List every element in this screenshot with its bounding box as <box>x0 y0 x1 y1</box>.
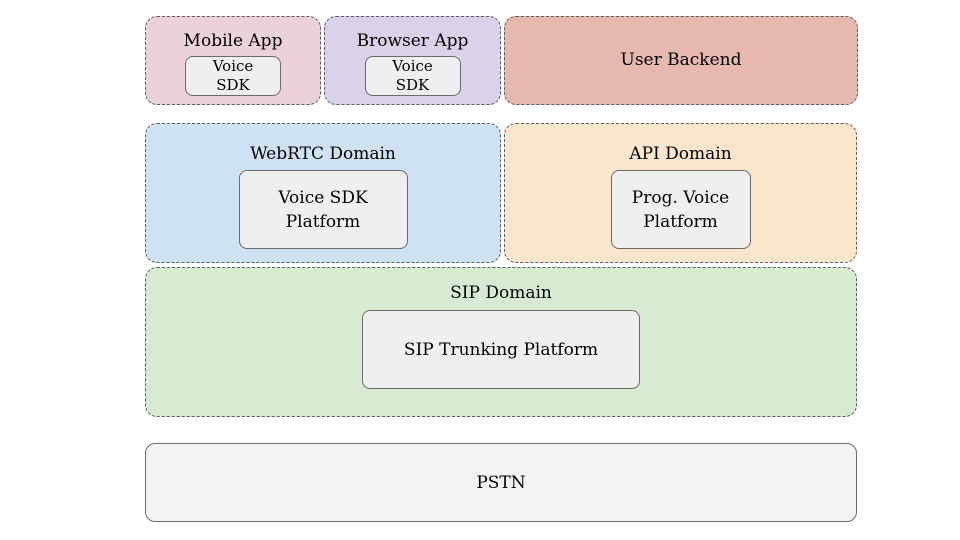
browser-voice-sdk-box: Voice SDK <box>364 56 461 96</box>
browser-voice-sdk-line1: Voice <box>392 57 433 75</box>
api-domain-title: API Domain <box>629 144 732 164</box>
webrtc-domain-title: WebRTC Domain <box>250 144 396 164</box>
prog-voice-platform-line2: Platform <box>643 211 718 232</box>
mobile-voice-sdk-line2: SDK <box>216 76 250 94</box>
webrtc-domain-group: WebRTC Domain Voice SDK Platform <box>145 123 501 263</box>
browser-app-title: Browser App <box>356 31 469 51</box>
sip-domain-group: SIP Domain SIP Trunking Platform <box>145 267 857 417</box>
sip-trunking-platform-label: SIP Trunking Platform <box>403 339 599 360</box>
user-backend-title: User Backend <box>620 50 742 70</box>
prog-voice-platform-line1: Prog. Voice <box>631 187 730 208</box>
voice-sdk-platform-box: Voice SDK Platform <box>238 170 408 249</box>
mobile-app-title: Mobile App <box>183 31 283 51</box>
prog-voice-platform-box: Prog. Voice Platform <box>610 170 751 249</box>
mobile-app-group: Mobile App Voice SDK <box>145 16 321 105</box>
pstn-box: PSTN <box>145 443 857 522</box>
sip-domain-title: SIP Domain <box>450 283 552 303</box>
voice-sdk-platform-line1: Voice SDK <box>278 187 368 208</box>
sip-trunking-platform-box: SIP Trunking Platform <box>362 310 640 389</box>
pstn-label: PSTN <box>476 472 526 493</box>
voice-sdk-platform-line2: Platform <box>285 211 361 232</box>
api-domain-group: API Domain Prog. Voice Platform <box>504 123 857 263</box>
mobile-voice-sdk-line1: Voice <box>212 57 254 75</box>
browser-voice-sdk-line2: SDK <box>395 76 430 94</box>
user-backend-box: User Backend <box>504 16 858 105</box>
browser-app-group: Browser App Voice SDK <box>324 16 501 105</box>
mobile-voice-sdk-box: Voice SDK <box>185 56 281 96</box>
